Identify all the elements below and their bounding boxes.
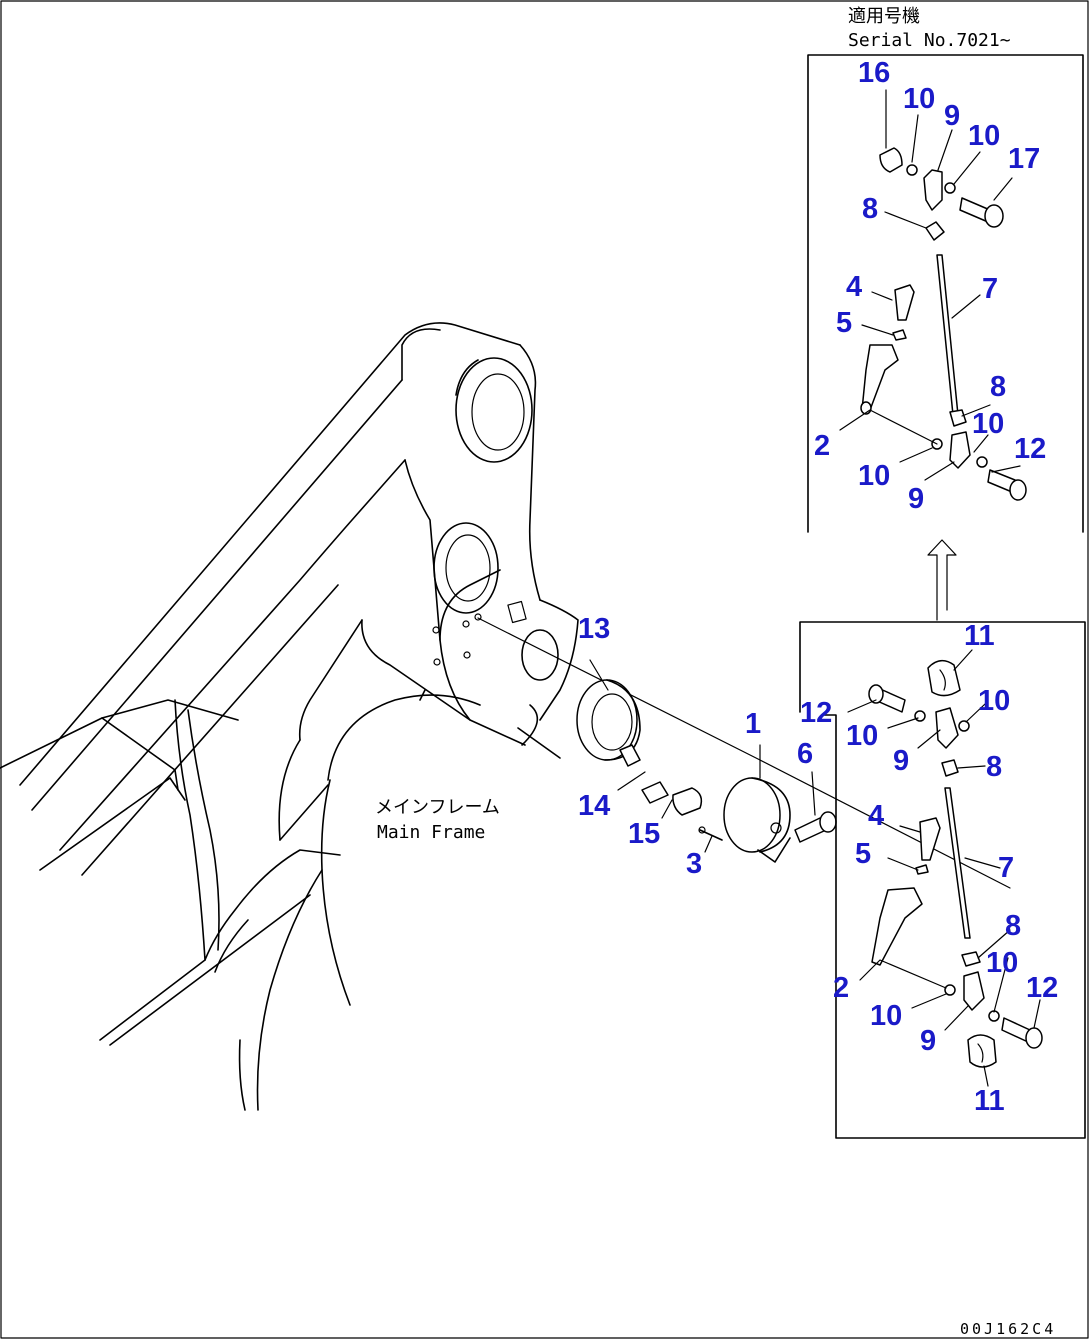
upper-callout-10b: 10 (968, 120, 1000, 152)
upper-callout-9b: 9 (908, 483, 924, 515)
callout-14: 14 (578, 790, 610, 822)
upper-callout-10d: 10 (858, 460, 890, 492)
upper-callout-7: 7 (982, 273, 998, 305)
lower-callout-11b: 11 (974, 1085, 1005, 1117)
callout-3: 3 (686, 848, 702, 880)
callout-15: 15 (628, 818, 660, 850)
middle-boss (433, 522, 499, 614)
part-3-pin (699, 829, 723, 841)
callout-13: 13 (578, 613, 610, 645)
upper-detail-box: 適用号機 Serial No.7021~ (807, 6, 1084, 533)
callout-1: 1 (745, 708, 761, 740)
part-14 (619, 744, 641, 767)
part-1-mount (723, 777, 781, 853)
lower-callout-10d: 10 (870, 1000, 902, 1032)
lower-callout-5: 5 (855, 838, 871, 870)
lower-callout-4: 4 (868, 800, 884, 832)
lower-callout-9a: 9 (893, 745, 909, 777)
main-frame-jp-label: メインフレーム (375, 797, 500, 818)
upper-callout-9a: 9 (944, 100, 960, 132)
drawing-code: 00J162C4 (960, 1320, 1056, 1338)
upper-callout-16: 16 (858, 57, 890, 89)
box-link-arrow (927, 539, 957, 621)
upper-callout-2: 2 (814, 430, 830, 462)
part-15 (672, 787, 703, 816)
lower-callout-12a: 12 (800, 697, 832, 729)
main-frame-drawing (0, 322, 1011, 1111)
lower-callout-2: 2 (833, 972, 849, 1004)
upper-callout-4: 4 (846, 271, 862, 303)
upper-callout-5: 5 (836, 307, 852, 339)
lower-callout-10b: 10 (978, 685, 1010, 717)
upper-callout-17: 17 (1008, 143, 1040, 175)
lower-callout-11a: 11 (964, 620, 995, 652)
lower-callout-10c: 10 (986, 947, 1018, 979)
upper-callout-10c: 10 (972, 408, 1004, 440)
lower-callout-10a: 10 (846, 720, 878, 752)
upper-callout-8a: 8 (862, 193, 878, 225)
lower-callout-8a: 8 (986, 751, 1002, 783)
main-frame-en-label: Main Frame (377, 822, 485, 843)
lower-callout-8b: 8 (1005, 910, 1021, 942)
upper-boss (455, 357, 533, 463)
main-parts (576, 659, 837, 863)
upper-callout-12: 12 (1014, 433, 1046, 465)
upper-callout-8b: 8 (990, 371, 1006, 403)
serial-header-jp: 適用号機 (848, 6, 920, 27)
serial-header-en: Serial No.7021~ (848, 30, 1011, 51)
callout-6: 6 (797, 738, 813, 770)
upper-callout-10a: 10 (903, 83, 935, 115)
lower-detail-box (799, 621, 1086, 1139)
lower-callout-12b: 12 (1026, 972, 1058, 1004)
lower-callout-7: 7 (998, 852, 1014, 884)
lower-callout-9b: 9 (920, 1025, 936, 1057)
